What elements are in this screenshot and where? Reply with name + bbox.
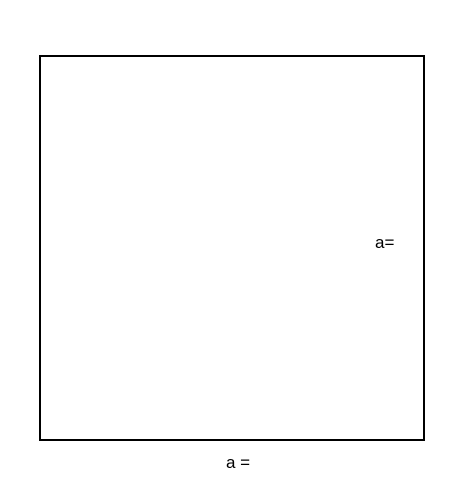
side-length-label-bottom: a = xyxy=(226,453,251,472)
square-shape xyxy=(39,55,425,441)
side-length-label-right: a= xyxy=(375,233,395,252)
